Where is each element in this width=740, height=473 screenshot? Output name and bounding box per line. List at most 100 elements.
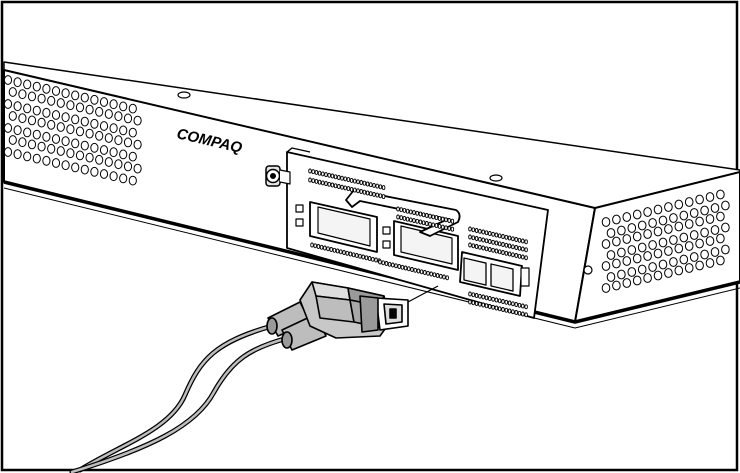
vent-dot [346, 186, 351, 192]
vent-dot [517, 310, 522, 316]
vent-hole [80, 140, 89, 151]
vent-dot [381, 260, 385, 266]
vent-hole [627, 267, 637, 277]
vent-dot [504, 234, 509, 240]
vent-dot [310, 242, 314, 248]
vent-hole [653, 226, 663, 237]
vent-dot [521, 238, 525, 244]
vent-dot [397, 264, 401, 269]
vent-dot [369, 191, 373, 197]
vent-hole [23, 151, 32, 162]
vent-hole [51, 86, 61, 96]
vent-dot [511, 252, 515, 258]
vent-hole [8, 135, 17, 145]
vent-hole [56, 122, 65, 132]
vent-dot [365, 190, 370, 196]
vent-hole [653, 204, 663, 215]
vent-hole [8, 111, 17, 121]
vent-hole [66, 124, 75, 135]
cable-strand-inner [78, 324, 274, 472]
vent-hole [114, 111, 123, 122]
vent-hole [710, 203, 720, 213]
vent-dot [497, 298, 502, 304]
vent-hole [700, 227, 709, 238]
status-led [295, 204, 304, 213]
sc-duplex-port [459, 251, 530, 297]
vent-dot [471, 243, 476, 249]
vent-dot [396, 206, 400, 212]
vent-hole [114, 135, 123, 146]
vent-hole [51, 158, 61, 168]
vent-dot [375, 183, 379, 189]
vent-dot [399, 215, 403, 221]
vent-hole [637, 242, 647, 253]
vent-hole [80, 92, 89, 103]
vent-dot [501, 250, 505, 255]
vent-dot [419, 269, 424, 275]
chassis-side-face [574, 171, 740, 323]
vent-dot [362, 180, 367, 186]
vent-hole [13, 149, 22, 160]
vent-dot [511, 236, 515, 242]
module-vent-dots [308, 168, 528, 318]
vent-dot [521, 254, 525, 260]
vent-dot [343, 176, 347, 182]
vent-dot [497, 241, 502, 247]
vent-dot [511, 309, 515, 315]
vent-dot [481, 302, 485, 308]
vent-hole [716, 189, 725, 200]
vent-dot [504, 307, 509, 313]
vent-dot [471, 300, 476, 306]
vent-hole [80, 116, 89, 127]
vent-dot [412, 210, 416, 216]
status-led [295, 218, 304, 227]
vent-hole [627, 245, 637, 255]
vent-dot [416, 268, 421, 274]
vent-dot [521, 311, 525, 317]
vent-hole [27, 139, 37, 150]
vent-dot [316, 244, 321, 249]
vent-hole [721, 244, 730, 255]
vent-dot [342, 250, 346, 255]
vent-hole [90, 118, 99, 129]
gbic-slot [309, 201, 378, 253]
chassis-bottom-edge [3, 180, 740, 324]
vent-hole [95, 154, 104, 165]
vent-hole [95, 106, 104, 117]
vent-hole [700, 249, 709, 260]
fiber-optic-cable [69, 323, 291, 473]
vent-dot [371, 256, 375, 262]
vent-dot [402, 215, 407, 221]
vent-dot [517, 237, 522, 243]
vent-hole [37, 117, 46, 128]
vent-dot [504, 242, 509, 248]
vent-hole [42, 83, 51, 94]
vent-hole [51, 134, 61, 144]
vent-hole [606, 228, 616, 238]
vent-dot [378, 184, 383, 190]
vent-dot [468, 226, 472, 232]
vent-dot [421, 212, 426, 218]
vent-hole [18, 113, 27, 124]
vent-dot [432, 272, 437, 278]
vent-dot [434, 223, 439, 229]
vent-dot [372, 182, 376, 188]
vent-dot [369, 182, 373, 188]
vent-hole [128, 151, 137, 162]
vent-dot [501, 242, 505, 247]
vent-dot [517, 253, 522, 259]
vent-dot [501, 299, 505, 304]
vent-dot [412, 218, 416, 224]
vent-dot [447, 226, 451, 231]
vent-hole [119, 173, 128, 184]
vent-dot [367, 256, 372, 261]
vent-dot [514, 253, 518, 258]
vent-dot [381, 185, 386, 191]
vent-hole [47, 143, 56, 154]
top-screw-hole [177, 91, 191, 99]
vent-dot [450, 218, 455, 224]
vent-dot [317, 170, 322, 176]
vent-hole [71, 162, 80, 173]
vent-dot [423, 270, 427, 275]
vent-hole [684, 241, 694, 251]
